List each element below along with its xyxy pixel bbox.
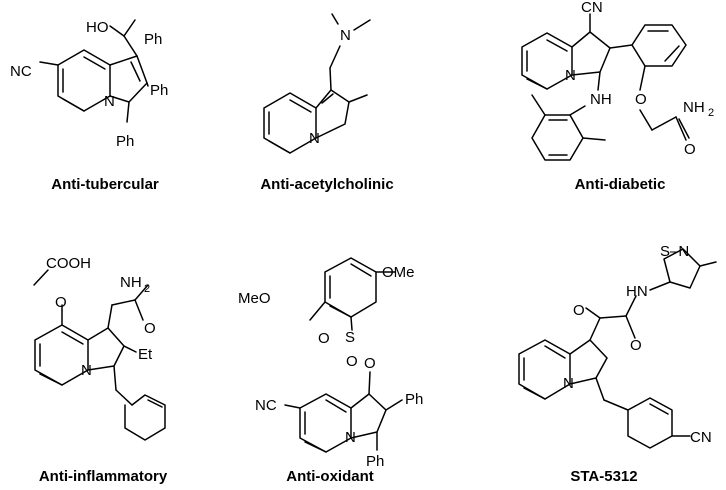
structure-anti-oxidant: OMe MeO S O O O Ph Ph NC N	[238, 257, 423, 470]
o-label: O	[144, 320, 156, 337]
caption-anti-diabetic: Anti-diabetic	[574, 176, 666, 193]
nc-label: NC	[255, 397, 277, 414]
ph-label: Ph	[144, 31, 162, 48]
nh2-subscript: 2	[708, 107, 714, 119]
structure-anti-acetylcholinic: N N	[263, 13, 371, 154]
ph-label: Ph	[116, 133, 134, 150]
n-label: N	[563, 375, 574, 392]
o-label: O	[55, 294, 67, 311]
structure-anti-diabetic: CN N NH O NH 2 O	[521, 0, 714, 161]
o-label: O	[318, 330, 330, 347]
nh2-label: NH	[120, 274, 142, 291]
caption-anti-tubercular: Anti-tubercular	[51, 176, 159, 193]
nc-label: NC	[10, 63, 32, 80]
hn-label: HN	[626, 283, 648, 300]
nh2-label: NH	[683, 99, 705, 116]
structure-anti-tubercular: HO Ph Ph Ph NC N	[10, 19, 168, 150]
o-label: O	[684, 141, 696, 158]
ph-label: Ph	[405, 391, 423, 408]
n-label: N	[345, 429, 356, 446]
structure-anti-inflammatory: COOH NH 2 O O Et N	[33, 255, 166, 441]
n-label: N	[565, 67, 576, 84]
et-label: Et	[138, 346, 153, 363]
oh-label: HO	[86, 19, 109, 36]
o-label: O	[635, 91, 647, 108]
s-label: S	[345, 329, 355, 346]
ome-label: OMe	[382, 264, 415, 281]
structure-sta-5312: O O HN S–N N CN	[518, 243, 717, 449]
n-label: N	[340, 27, 351, 44]
caption-anti-oxidant: Anti-oxidant	[286, 468, 374, 485]
ph-label: Ph	[150, 82, 168, 99]
o-label: O	[630, 337, 642, 354]
cooh-label: COOH	[46, 255, 91, 272]
n-label: N	[309, 130, 320, 147]
o-label: O	[346, 353, 358, 370]
nh2-subscript: 2	[144, 283, 150, 295]
s-n-label: S–N	[660, 243, 689, 260]
nh-label: NH	[590, 91, 612, 108]
caption-sta-5312: STA-5312	[570, 468, 638, 485]
cn-label: CN	[690, 429, 712, 446]
caption-anti-acetylcholinic: Anti-acetylcholinic	[260, 176, 394, 193]
n-label: N	[81, 362, 92, 379]
caption-anti-inflammatory: Anti-inflammatory	[38, 468, 168, 485]
n-label: N	[104, 93, 115, 110]
ph-label: Ph	[366, 453, 384, 470]
o-label: O	[573, 302, 585, 319]
meo-label: MeO	[238, 290, 271, 307]
o-label: O	[364, 355, 376, 372]
cn-label: CN	[581, 0, 603, 16]
